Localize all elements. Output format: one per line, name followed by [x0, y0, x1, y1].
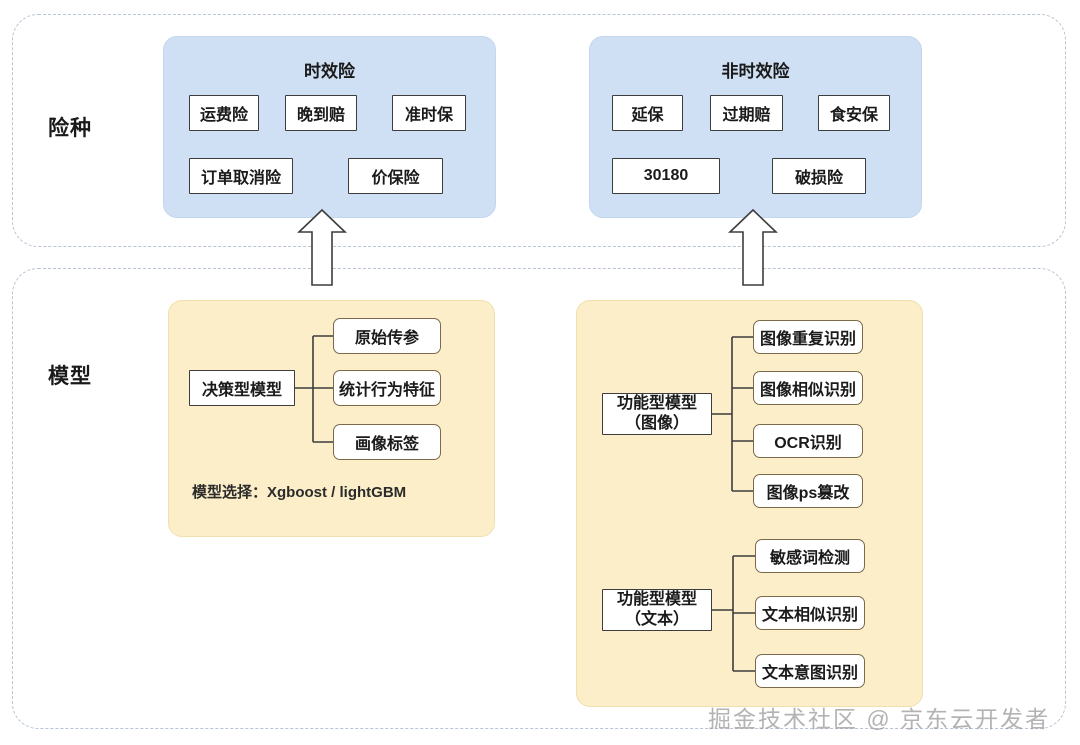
panel-title-non-timely: 非时效险	[721, 62, 790, 81]
panel-title-timely: 时效险	[304, 62, 355, 81]
swimlane-models	[12, 268, 1066, 729]
node-functional-image-child-3[interactable]: 图像ps篡改	[753, 474, 863, 508]
node-decision-child-1[interactable]: 统计行为特征	[333, 370, 441, 406]
swimlane-risk-types	[12, 14, 1066, 247]
node-functional-image-root[interactable]: 功能型模型 （图像）	[602, 393, 712, 435]
node-functional-image-child-0[interactable]: 图像重复识别	[753, 320, 863, 354]
node-decision-root[interactable]: 决策型模型	[189, 370, 295, 406]
node-functional-image-child-1[interactable]: 图像相似识别	[753, 371, 863, 405]
model-selection-note: 模型选择：Xgboost / lightGBM	[192, 484, 407, 501]
swimlane-label-risk-types: 险种	[48, 117, 92, 140]
node-functional-image-child-2[interactable]: OCR识别	[753, 424, 863, 458]
node-decision-child-2[interactable]: 画像标签	[333, 424, 441, 460]
chip-timely-0[interactable]: 运费险	[189, 95, 259, 131]
node-functional-text-root-line1: 功能型模型	[616, 591, 697, 608]
chip-non-timely-3[interactable]: 30180	[612, 158, 720, 194]
chip-non-timely-2[interactable]: 食安保	[818, 95, 890, 131]
node-functional-text-root[interactable]: 功能型模型 （文本）	[602, 589, 712, 631]
node-functional-text-child-0[interactable]: 敏感词检测	[755, 539, 865, 573]
node-functional-image-root-line2: （图像）	[624, 415, 689, 432]
chip-timely-4[interactable]: 价保险	[348, 158, 443, 194]
watermark-text: 掘金技术社区 @ 京东云开发者	[708, 706, 1051, 732]
chip-timely-2[interactable]: 准时保	[392, 95, 466, 131]
chip-timely-1[interactable]: 晚到赔	[285, 95, 357, 131]
panel-functional-model	[576, 300, 923, 707]
chip-non-timely-0[interactable]: 延保	[612, 95, 683, 131]
node-functional-text-child-2[interactable]: 文本意图识别	[755, 654, 865, 688]
node-functional-text-root-line2: （文本）	[624, 611, 689, 628]
chip-non-timely-4[interactable]: 破损险	[772, 158, 866, 194]
chip-timely-3[interactable]: 订单取消险	[189, 158, 293, 194]
swimlane-label-models: 模型	[48, 365, 92, 388]
node-decision-child-0[interactable]: 原始传参	[333, 318, 441, 354]
chip-non-timely-1[interactable]: 过期赔	[710, 95, 783, 131]
node-functional-image-root-line1: 功能型模型	[616, 395, 697, 412]
node-functional-text-child-1[interactable]: 文本相似识别	[755, 596, 865, 630]
